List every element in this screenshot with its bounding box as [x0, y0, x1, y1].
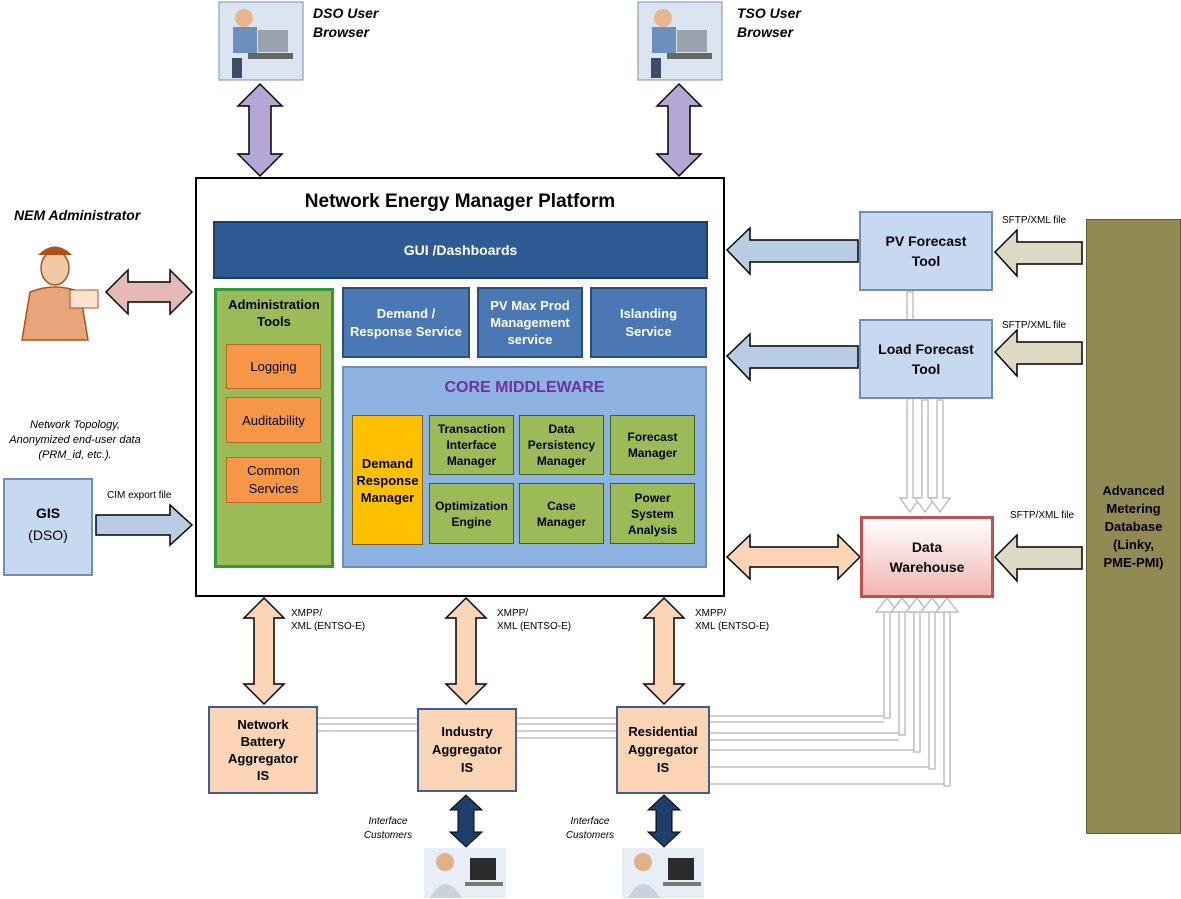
gis-subtitle: (DSO)	[28, 527, 68, 543]
aggregator-links	[318, 715, 944, 785]
sftp-label-load: SFTP/XML file	[1002, 320, 1067, 331]
pv-max-prod-service: PV Max Prod Management service	[477, 287, 583, 358]
nem-admin-icon	[21, 246, 99, 341]
nem-admin-label: NEM Administrator	[14, 207, 141, 223]
pv-to-gui-arrow	[725, 226, 859, 276]
gis-title: GIS	[35, 505, 61, 521]
auditability-box: Auditability	[226, 397, 321, 443]
demand-response-manager: Demand Response Manager	[352, 415, 423, 545]
customer-icon-1	[424, 848, 506, 898]
load-to-platform-arrow	[725, 332, 859, 382]
sftp-label-pv: SFTP/XML file	[1002, 215, 1067, 226]
power-system-analysis: Power System Analysis	[610, 483, 695, 544]
demand-response-service: Demand / Response Service	[342, 287, 470, 358]
aggregators-to-warehouse-arrows	[874, 596, 960, 787]
xmpp-label-2: XMPP/ XML (ENTSO-E)	[497, 608, 572, 632]
dso-arrow	[236, 82, 284, 178]
pv-forecast-tool: PV Forecast Tool	[859, 211, 993, 291]
tso-arrow	[655, 82, 703, 178]
industry-aggregator: Industry Aggregator IS	[417, 708, 517, 792]
admin-arrow	[104, 268, 194, 316]
tso-user-icon	[637, 1, 723, 81]
gis-box	[3, 478, 93, 576]
customer-icon-2	[622, 848, 704, 898]
islanding-service: Islanding Service	[590, 287, 707, 358]
amd-to-warehouse-arrow	[993, 533, 1083, 583]
platform-warehouse-arrow	[725, 533, 862, 581]
interface-customers-label-2: Interface Customers	[565, 816, 615, 841]
load-forecast-tool: Load Forecast Tool	[859, 319, 993, 399]
customer-arrows	[448, 794, 682, 848]
xmpp-label-3: XMPP/ XML (ENTSO-E)	[695, 608, 770, 632]
network-battery-aggregator: Network Battery Aggregator IS	[208, 706, 318, 794]
common-services-box: Common Services	[226, 457, 321, 503]
amd-to-load-arrow	[993, 328, 1083, 378]
transaction-interface-manager: Transaction Interface Manager	[429, 415, 514, 475]
forecast-manager: Forecast Manager	[610, 415, 695, 475]
logging-box: Logging	[226, 344, 321, 389]
gis-arrow	[95, 503, 194, 547]
cim-export-label: CIM export file	[107, 490, 172, 501]
gis-note: Network Topology, Anonymized end-user da…	[9, 419, 141, 461]
administration-tools-label: Administration Tools	[228, 297, 320, 329]
xmpp-label-1: XMPP/ XML (ENTSO-E)	[291, 608, 366, 632]
advanced-metering-database: Advanced Metering Database (Linky, PME-P…	[1086, 219, 1181, 834]
case-manager: Case Manager	[519, 483, 604, 544]
platform-title: Network Energy Manager Platform	[304, 191, 616, 212]
interface-customers-label-1: Interface Customers	[363, 816, 413, 841]
amd-to-pv-arrow	[993, 228, 1083, 278]
dso-user-label: DSO User Browser	[313, 5, 379, 40]
aggregator-arrows	[242, 596, 686, 706]
gui-dashboards: GUI /Dashboards	[213, 221, 708, 279]
residential-aggregator: Residential Aggregator IS	[616, 706, 710, 794]
optimization-engine: Optimization Engine	[429, 483, 514, 544]
tso-user-label: TSO User Browser	[737, 5, 801, 40]
data-persistency-manager: Data Persistency Manager	[519, 415, 604, 475]
core-middleware-label: CORE MIDDLEWARE	[444, 379, 605, 396]
data-warehouse: Data Warehouse	[860, 516, 994, 598]
dso-user-icon	[218, 1, 304, 81]
sftp-label-warehouse: SFTP/XML file	[1010, 510, 1075, 521]
